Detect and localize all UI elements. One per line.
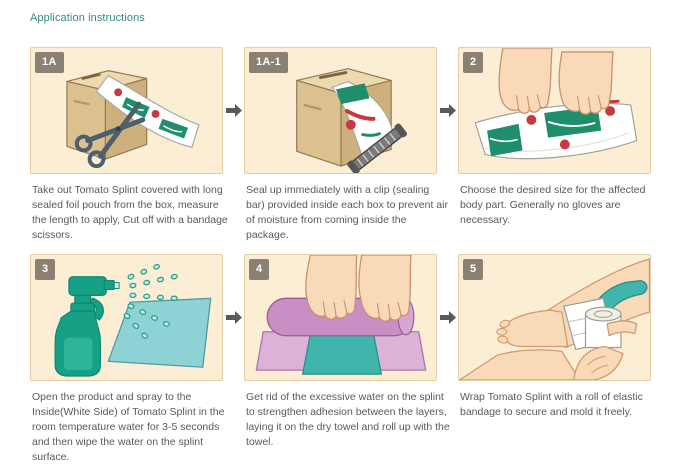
hands-choosing-package-illustration — [474, 48, 638, 160]
arrow-cell — [437, 254, 458, 465]
step-4-caption: Get rid of the excessive water on the sp… — [246, 391, 450, 448]
steps-grid: 1A — [30, 47, 651, 465]
step-5-badge: 5 — [463, 259, 484, 280]
step-5-caption: Wrap Tomato Splint with a roll of elasti… — [460, 391, 643, 418]
step-4: 4 Get rid of the excessive water on the … — [244, 254, 450, 465]
arrow-cell — [223, 47, 244, 243]
arrow-cell — [223, 254, 244, 465]
step-3-panel: 3 — [30, 254, 223, 381]
step-5-panel: 5 — [458, 254, 651, 381]
step-2-badge: 2 — [463, 52, 484, 73]
step-1a-badge: 1A — [35, 52, 64, 73]
step-1a: 1A — [30, 47, 228, 243]
box-with-pouch-and-scissors-illustration — [66, 70, 200, 169]
step-2-panel: 2 — [458, 47, 651, 174]
step-1a-caption: Take out Tomato Splint covered with long… — [32, 184, 228, 241]
step-1a-1-badge: 1A-1 — [249, 52, 289, 73]
step-2-caption: Choose the desired size for the affected… — [460, 184, 646, 226]
right-arrow-icon — [439, 311, 456, 324]
right-arrow-icon — [225, 104, 242, 117]
step-3-caption: Open the product and spray to the Inside… — [32, 391, 225, 463]
rolling-splint-in-towel-illustration — [255, 255, 427, 375]
wrapping-foot-with-bandage-illustration — [459, 258, 650, 380]
step-3: 3 — [30, 254, 224, 465]
step-1a-panel: 1A — [30, 47, 223, 174]
step-4-panel: 4 — [244, 254, 437, 381]
page-title: Application instructions — [30, 12, 145, 24]
step-4-badge: 4 — [249, 259, 270, 280]
step-3-badge: 3 — [35, 259, 56, 280]
box-with-pouch-and-sealing-clip-illustration — [296, 68, 408, 173]
step-1a-1-caption: Seal up immediately with a clip (sealing… — [246, 184, 448, 241]
right-arrow-icon — [225, 311, 242, 324]
step-5: 5 — [458, 254, 651, 465]
arrow-cell — [437, 47, 458, 243]
step-1a-1-panel: 1A-1 — [244, 47, 437, 174]
step-1a-1: 1A-1 — [244, 47, 448, 243]
right-arrow-icon — [439, 104, 456, 117]
spray-bottle-wetting-splint-illustration — [54, 263, 212, 377]
step-2: 2 Choos — [458, 47, 651, 243]
